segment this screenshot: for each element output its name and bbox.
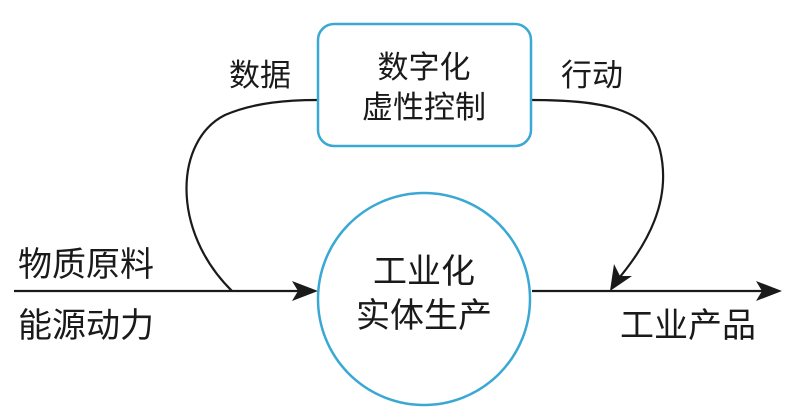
label-action: 行动 <box>561 58 623 94</box>
label-energy-power: 能源动力 <box>18 306 154 346</box>
industrial-production-circle <box>316 191 532 407</box>
circle-line-2: 实体生产 <box>356 296 492 336</box>
digital-control-box <box>316 22 533 148</box>
action-arrowhead <box>610 264 632 291</box>
output-arrowhead <box>756 281 782 301</box>
input-arrowhead <box>292 281 318 301</box>
label-raw-materials: 物质原料 <box>18 245 154 285</box>
label-industrial-products: 工业产品 <box>620 306 756 346</box>
label-data: 数据 <box>229 58 291 94</box>
action-control-curve <box>530 98 665 285</box>
data-feedback-curve <box>185 98 319 292</box>
circle-line-1: 工业化 <box>373 252 475 292</box>
box-line-1: 数字化 <box>378 50 471 86</box>
box-line-2: 虚性控制 <box>362 90 486 126</box>
